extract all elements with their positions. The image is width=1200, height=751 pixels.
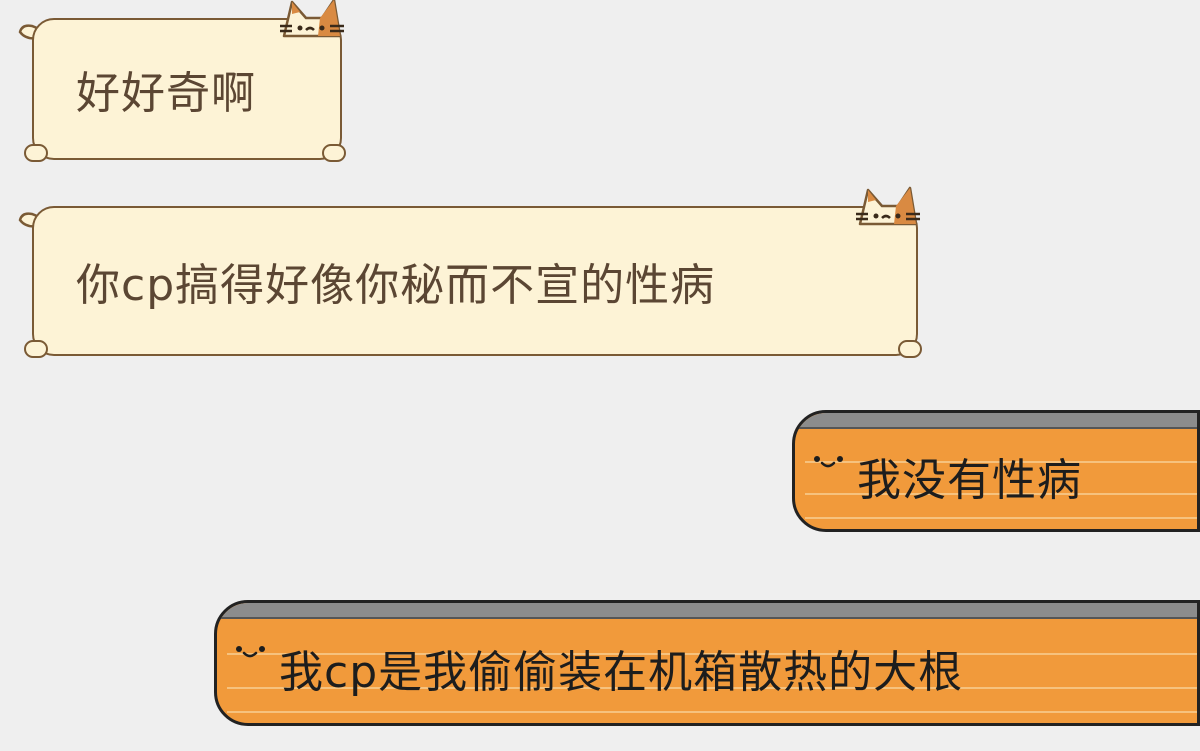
smiley-face-icon [814,456,843,468]
message-text: 你cp搞得好像你秘而不宣的性病 [76,260,716,311]
sent-message-bubble[interactable]: 我cp是我偷偷装在机箱散热的大根 [214,600,1200,726]
cat-paw-icon [24,340,48,358]
bubble-stripe [805,493,1197,495]
calico-cat-icon [856,186,920,226]
bubble-top-band [795,413,1197,429]
calico-cat-icon [280,0,344,38]
bubble-stripe [805,517,1197,519]
bubble-top-band [217,603,1197,619]
bubble-stripe [805,461,1197,463]
sent-message-bubble[interactable]: 我没有性病 [792,410,1200,532]
cat-paw-icon [322,144,346,162]
cat-paw-icon [898,340,922,358]
bubble-body [32,206,918,356]
cat-paw-icon [24,144,48,162]
bubble-stripe [227,653,1197,655]
received-message-bubble[interactable]: 你cp搞得好像你秘而不宣的性病 [18,186,922,358]
message-text: 我没有性病 [857,454,1082,506]
bubble-body [32,18,342,160]
message-text: 我cp是我偷偷装在机箱散热的大根 [279,646,964,698]
smiley-face-icon [236,646,265,658]
message-text: 好好奇啊 [76,68,256,119]
bubble-stripe [227,687,1197,689]
received-message-bubble[interactable]: 好好奇啊 [18,0,346,162]
bubble-stripe [227,711,1197,713]
